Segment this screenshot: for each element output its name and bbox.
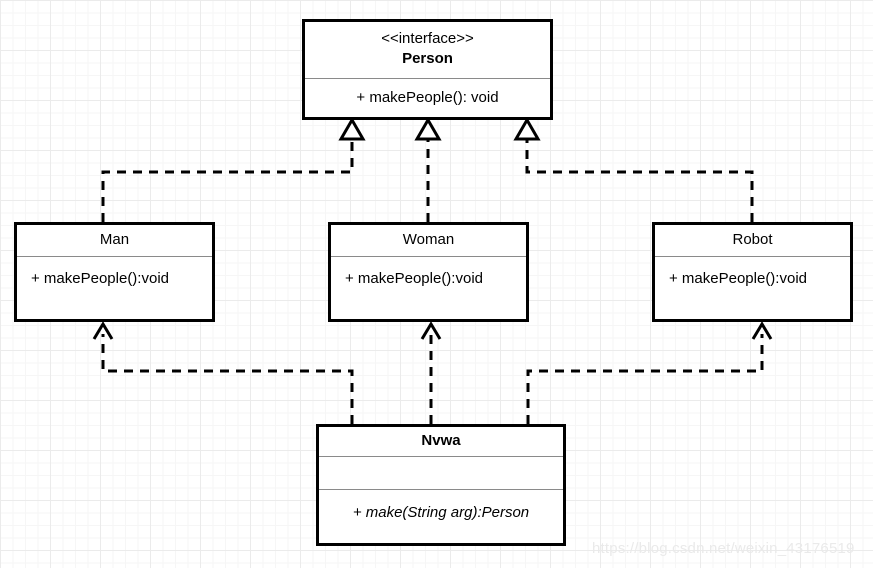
class-box-person[interactable]: <<interface>> Person + makePeople(): voi… [302,19,553,120]
man-title-compartment: Man [17,225,212,256]
class-box-nvwa[interactable]: Nvwa + make(String arg):Person [316,424,566,546]
nvwa-class-name: Nvwa [421,432,461,450]
robot-class-name: Robot [732,231,773,249]
man-class-name: Man [99,231,130,249]
edge-nvwa-depends-robot [526,321,773,424]
woman-operations-compartment: + makePeople():void [331,256,526,319]
edge-nvwa-depends-woman [420,321,442,424]
man-operations-compartment: + makePeople():void [17,256,212,319]
edge-robot-realizes-person [513,117,754,222]
man-operation-0: + makePeople():void [31,270,169,287]
woman-class-name: Woman [402,231,455,249]
robot-title-compartment: Robot [655,225,850,256]
nvwa-operation-0: + make(String arg):Person [352,504,530,521]
woman-title-compartment: Woman [331,225,526,256]
watermark-text: https://blog.csdn.net/weixin_43176519 [592,540,855,557]
robot-operations-compartment: + makePeople():void [655,256,850,319]
nvwa-operations-compartment: + make(String arg):Person [319,489,563,543]
class-box-man[interactable]: Man + makePeople():void [14,222,215,322]
nvwa-title-compartment: Nvwa [319,427,563,456]
person-operation-0: + makePeople(): void [356,89,499,107]
edge-man-realizes-person [101,117,366,222]
edge-nvwa-depends-man [92,321,354,424]
woman-operation-0: + makePeople():void [345,270,483,287]
nvwa-attributes-compartment [319,456,563,489]
edge-woman-realizes-person [414,117,442,222]
person-stereotype: <<interface>> [381,30,474,47]
robot-operation-0: + makePeople():void [669,270,807,287]
class-box-woman[interactable]: Woman + makePeople():void [328,222,529,322]
person-class-name: Person [402,50,453,68]
class-box-robot[interactable]: Robot + makePeople():void [652,222,853,322]
person-operations-compartment: + makePeople(): void [305,78,550,117]
person-title-compartment: <<interface>> Person [305,22,550,78]
